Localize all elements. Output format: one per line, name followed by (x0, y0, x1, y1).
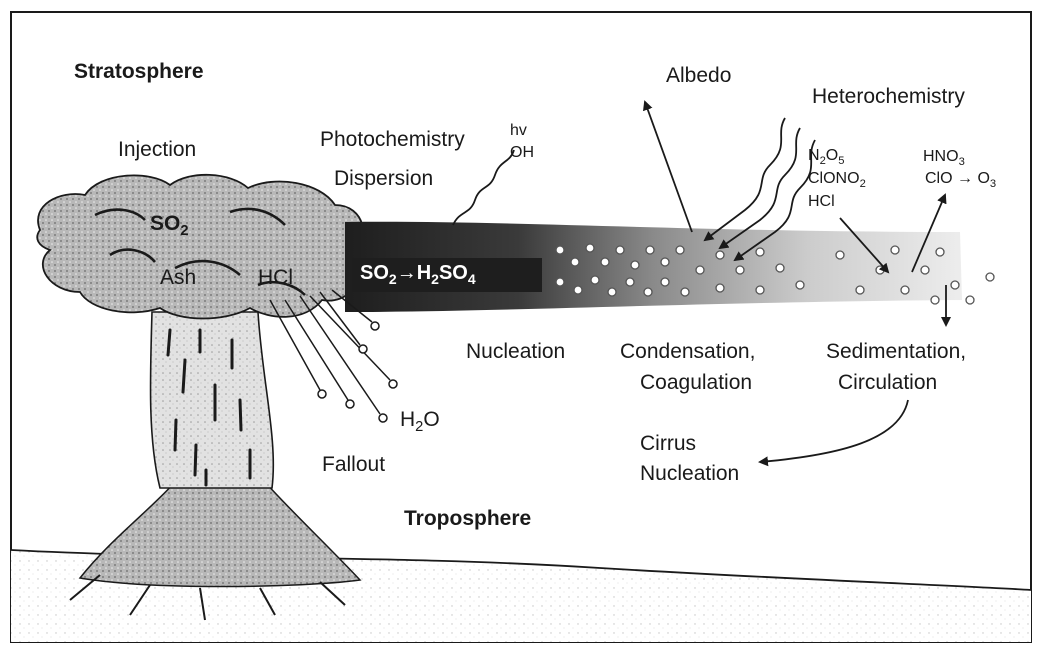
hno3-label: HNO3 (923, 148, 965, 169)
condensation-label: Condensation, (620, 340, 755, 363)
h2o-label: H2O (400, 408, 440, 435)
fallout-label: Fallout (322, 453, 385, 476)
oh-label: OH (510, 144, 534, 162)
nucleation-label: Nucleation (466, 340, 565, 363)
albedo-arrow (645, 102, 692, 232)
conversion-label: SO2→H2SO4 (360, 262, 476, 287)
troposphere-label: Troposphere (404, 507, 531, 530)
clo-o3-label: ClO → O3 (925, 170, 996, 191)
coagulation-label: Coagulation (640, 371, 752, 394)
cirrus-nucleation-label: Nucleation (640, 462, 739, 485)
hv-label: hv (510, 122, 527, 140)
stratosphere-label: Stratosphere (74, 60, 204, 83)
hcl-plume-label: HCl (808, 193, 835, 211)
circulation-label: Circulation (838, 371, 937, 394)
volcano-base (80, 482, 360, 587)
ash-label: Ash (160, 266, 196, 289)
clono2-label: ClONO2 (808, 170, 866, 191)
albedo-label: Albedo (666, 64, 731, 87)
photochemistry-label: Photochemistry (320, 128, 465, 151)
injection-label: Injection (118, 138, 196, 161)
cirrus-label: Cirrus (640, 432, 696, 455)
so2-cloud-label: SO2 (150, 212, 189, 239)
dispersion-label: Dispersion (334, 167, 433, 190)
hcl-cloud-label: HCl (258, 266, 293, 289)
heterochemistry-label: Heterochemistry (812, 85, 965, 108)
photochemistry-squiggle (453, 150, 514, 225)
sedimentation-label: Sedimentation, (826, 340, 966, 363)
eruption-cloud (37, 175, 363, 319)
cirrus-arrow (760, 400, 908, 462)
n2o5-label: N2O5 (808, 147, 844, 168)
